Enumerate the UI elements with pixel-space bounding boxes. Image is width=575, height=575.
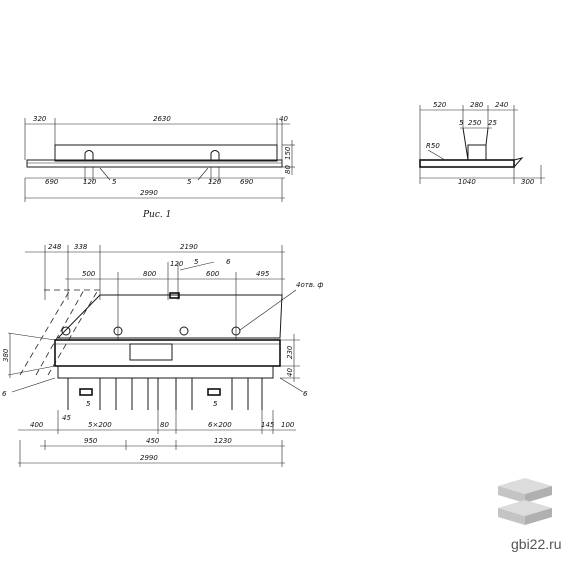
side-dim-280: 280 (470, 101, 484, 109)
plan-dim-230: 230 (286, 345, 294, 359)
hole-label: 4отв. ф (296, 281, 323, 289)
rebar-group (67, 378, 263, 410)
plan-dim-40: 40 (286, 368, 294, 377)
side-dim-240: 240 (495, 101, 509, 109)
plan-dim-450: 450 (146, 437, 160, 445)
plan-label-5-left: 5 (86, 400, 91, 408)
plan-dim-2190: 2190 (180, 243, 198, 251)
top-dim-150: 150 (284, 146, 292, 160)
top-dim-690-right: 690 (240, 178, 254, 186)
marker-6-right: 6 (303, 390, 308, 398)
top-dim-5-left: 5 (112, 178, 117, 186)
plan-dim-338: 338 (74, 243, 88, 251)
top-dim-690-left: 690 (45, 178, 59, 186)
plan-dim-45: 45 (62, 414, 71, 422)
plan-dim-5x200: 5×200 (88, 421, 112, 429)
plan-dim-145: 145 (261, 421, 275, 429)
plan-dim-6x200: 6×200 (208, 421, 232, 429)
plan-dim-1230: 1230 (214, 437, 232, 445)
plan-dim-120: 120 (170, 260, 184, 268)
plan-dim-248: 248 (48, 243, 62, 251)
top-dim-120-right: 120 (208, 178, 222, 186)
top-dim-120-left: 120 (83, 178, 97, 186)
top-dim-40: 40 (279, 115, 288, 123)
plan-label-5-right: 5 (213, 400, 218, 408)
top-dim-80: 80 (284, 165, 292, 174)
plan-dim-400: 400 (30, 421, 44, 429)
marker-6-left: 6 (2, 390, 7, 398)
top-dim-5-right: 5 (187, 178, 192, 186)
watermark-text: gbi22.ru (511, 536, 562, 552)
side-dim-520: 520 (433, 101, 447, 109)
side-radius: R50 (426, 142, 440, 150)
stacked-blocks-logo (498, 478, 552, 525)
plan-dim-800: 800 (143, 270, 157, 278)
side-dim-25: 25 (488, 119, 497, 127)
plan-mark-6-top: 6 (226, 258, 231, 266)
plan-view: 248 338 2190 500 800 120 5 600 495 6 4от… (2, 243, 323, 467)
plan-dim-overall: 2990 (140, 454, 158, 462)
top-elevation-view: 320 2630 40 150 80 690 120 5 5 120 690 (24, 115, 295, 220)
figure-caption: Рис. 1 (142, 210, 171, 220)
plan-dim-600: 600 (206, 270, 220, 278)
top-dim-2630: 2630 (153, 115, 171, 123)
plan-dim-100: 100 (281, 421, 295, 429)
plan-dim-80: 80 (160, 421, 169, 429)
side-section-view: 520 280 240 5 250 25 R50 1040 300 (419, 101, 545, 186)
plan-dim-5: 5 (194, 258, 199, 266)
plan-dim-380: 380 (2, 348, 10, 362)
side-dim-300: 300 (521, 178, 535, 186)
top-dim-overall: 2990 (140, 189, 158, 197)
side-dim-1040: 1040 (458, 178, 476, 186)
plan-dim-495: 495 (256, 270, 270, 278)
side-dim-250: 250 (468, 119, 482, 127)
plan-dim-500: 500 (82, 270, 96, 278)
side-dim-5: 5 (459, 119, 464, 127)
plan-dim-950: 950 (84, 437, 98, 445)
top-dim-320: 320 (33, 115, 47, 123)
